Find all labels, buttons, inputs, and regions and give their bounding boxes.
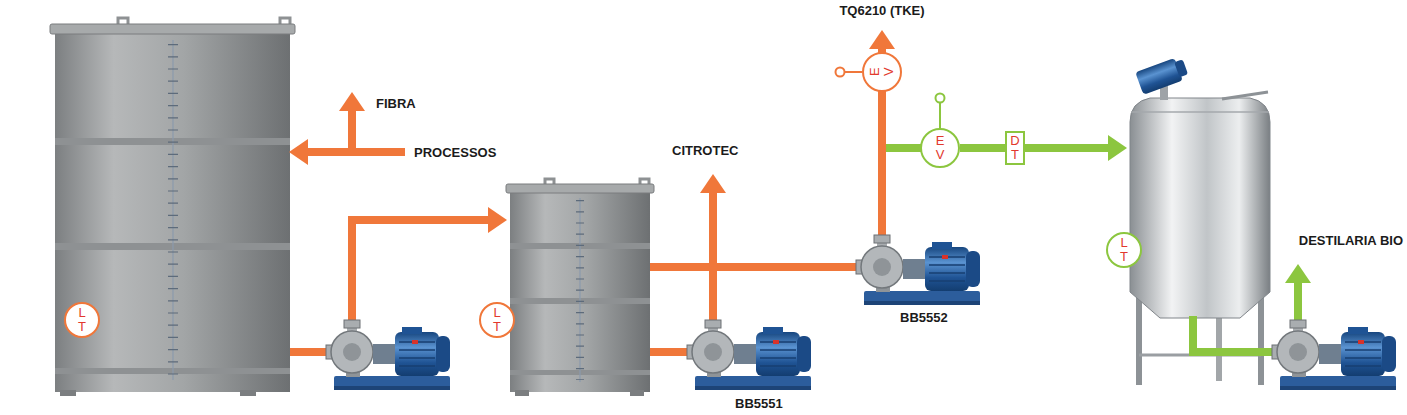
arrow-head xyxy=(488,207,507,233)
valve-actuator xyxy=(939,103,941,128)
destination-label: DESTILARIA BIO xyxy=(1299,233,1403,248)
pipe xyxy=(1015,144,1108,152)
tank-foot xyxy=(515,390,529,396)
storage-tank xyxy=(506,179,654,396)
gauge-ticks xyxy=(576,200,584,380)
instrument-box: D T xyxy=(1005,131,1025,165)
pipe xyxy=(1294,282,1302,320)
destination-label: CITROTEC xyxy=(672,143,738,158)
centrifugal-pump xyxy=(856,235,980,305)
instrument-bubble: E V xyxy=(920,128,960,168)
instrument-tag: E V xyxy=(868,66,895,78)
instrument-bubble: L T xyxy=(479,302,515,338)
pipe xyxy=(352,220,488,322)
instrument-tag: E V xyxy=(934,134,946,161)
actuator-head xyxy=(836,68,845,77)
fan-cover xyxy=(1174,59,1188,77)
destination-label: PROCESSOS xyxy=(414,145,496,160)
instrument-bubble: L T xyxy=(1106,232,1142,268)
storage-tank xyxy=(50,18,295,396)
orange-pipes xyxy=(290,48,882,352)
centrifugal-pump xyxy=(687,320,811,390)
mixing-tank xyxy=(1130,55,1270,385)
arrow-head xyxy=(289,139,308,165)
instrument-tag: D T xyxy=(1009,134,1021,161)
arrow-head xyxy=(339,92,365,111)
arrow-head xyxy=(1108,135,1127,161)
tank-rim xyxy=(50,24,295,34)
gauge-ticks xyxy=(168,44,178,378)
tank-foot xyxy=(630,390,644,396)
arrow-head xyxy=(1285,264,1311,283)
instrument-tag: L T xyxy=(76,306,88,333)
tank-body xyxy=(510,190,650,392)
pump-tag: BB5551 xyxy=(735,396,783,411)
destination-label: TQ6210 (TKE) xyxy=(839,3,924,18)
tank-seam xyxy=(1131,111,1269,113)
pump-tag: BB5552 xyxy=(900,310,948,325)
level-gauge xyxy=(172,40,173,380)
tank-foot xyxy=(240,390,256,396)
tank-foot xyxy=(60,390,76,396)
pipe xyxy=(709,192,717,322)
level-gauge xyxy=(579,198,580,382)
centrifugal-pump xyxy=(1272,320,1396,390)
arrow-head xyxy=(869,30,895,49)
pipe xyxy=(290,348,330,356)
pipe xyxy=(1193,316,1274,352)
pipe-connector xyxy=(960,144,1005,152)
pipe xyxy=(308,148,405,156)
tank-body xyxy=(55,30,290,392)
tank-body xyxy=(1130,98,1270,318)
instrument-tag: L T xyxy=(491,306,503,333)
pipe xyxy=(650,263,860,271)
instrument-bubble: L T xyxy=(64,302,100,338)
tank-rim xyxy=(506,184,654,193)
arrow-head xyxy=(700,174,726,193)
centrifugal-pump xyxy=(326,320,450,390)
instrument-bubble: E V xyxy=(862,52,902,92)
valve-actuator xyxy=(845,71,862,73)
actuator-head xyxy=(936,94,945,103)
instrument-tag: L T xyxy=(1118,236,1130,263)
pipe xyxy=(650,348,690,356)
tank-lid xyxy=(1222,92,1268,99)
pipe xyxy=(348,110,356,152)
agitator-motor xyxy=(1135,55,1189,94)
destination-label: FIBRA xyxy=(376,96,416,111)
